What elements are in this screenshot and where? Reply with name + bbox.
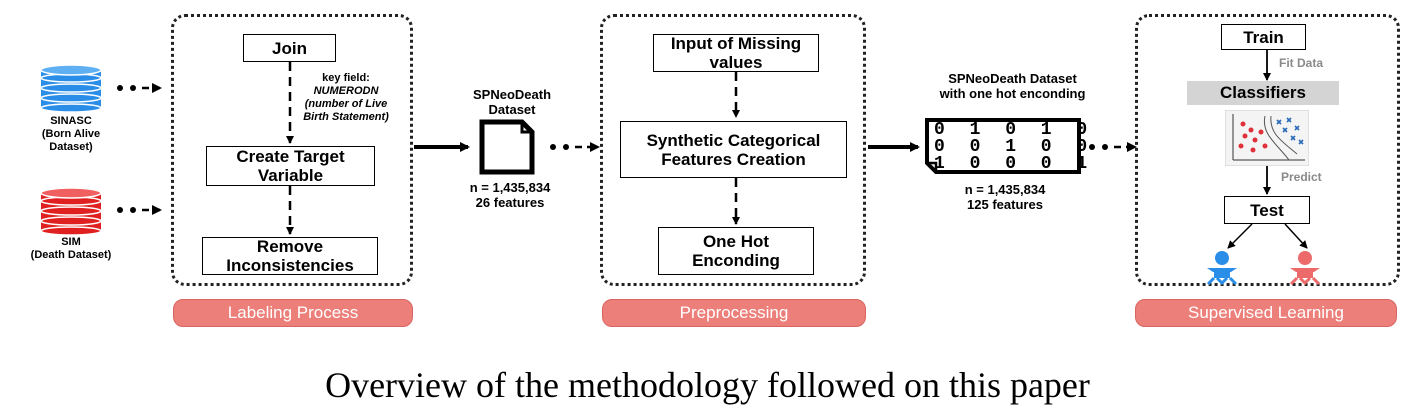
dataset1-n: n = 1,435,834 (469, 180, 551, 195)
key-field-label: key field: (322, 72, 370, 84)
dataset1-features: 26 features (475, 195, 545, 210)
join-box: Join (243, 34, 336, 62)
test-box: Test (1224, 196, 1310, 224)
matrix-document: 0 1 0 1 0 0 0 1 0 0 1 0 0 0 1 (924, 117, 1087, 175)
arrow-dataset2-to-supervised (1089, 142, 1137, 152)
arrow-sinasc-to-labeling (117, 83, 162, 93)
arrow-dataset-to-preprocessing (550, 142, 600, 152)
sinasc-label: SINASC (Born Alive Dataset) (14, 115, 128, 154)
sim-database-icon (40, 187, 102, 235)
arrow-test-to-baby-left (1227, 223, 1253, 249)
dataset2-stats: n = 1,435,834 125 features (930, 182, 1080, 212)
one-hot-box: One Hot Enconding (658, 227, 814, 275)
key-field-desc: (number of Live Birth Statement) (303, 98, 389, 123)
matrix-row: 0 0 1 0 0 (934, 137, 1095, 157)
preprocessing-badge: Preprocessing (602, 299, 866, 327)
preprocessing-panel (600, 14, 866, 286)
labeling-panel (171, 14, 413, 286)
matrix-frame-icon (925, 118, 1081, 174)
sim-label: SIM (Death Dataset) (14, 236, 128, 262)
document-icon (479, 119, 535, 175)
sinasc-database-icon (40, 64, 102, 112)
arrow-sim-to-labeling (117, 205, 162, 215)
sinasc-subtitle: (Born Alive Dataset) (41, 128, 101, 153)
predict-label: Predict (1281, 170, 1322, 184)
remove-inconsistencies-box: Remove Inconsistencies (202, 237, 378, 275)
dataset1-title: SPNeoDeath Dataset (472, 87, 552, 117)
key-field-note: key field: NUMERODN (number of Live Birt… (296, 72, 396, 124)
dataset1-stats: n = 1,435,834 26 features (440, 180, 580, 210)
labeling-process-badge: Labeling Process (173, 299, 413, 327)
dataset2-n: n = 1,435,834 (964, 182, 1046, 197)
supervised-learning-badge: Supervised Learning (1135, 299, 1397, 327)
train-box: Train (1221, 24, 1306, 50)
key-field-name: NUMERODN (313, 85, 379, 97)
sinasc-title: SINASC (50, 115, 92, 127)
synthetic-features-box: Synthetic Categorical Features Creation (620, 121, 847, 178)
figure-caption: Overview of the methodology followed on … (325, 365, 1090, 405)
classifier-plot-icon (1225, 110, 1309, 166)
input-missing-box: Input of Missing values (653, 34, 819, 72)
fit-data-label: Fit Data (1279, 56, 1324, 70)
matrix-row: 0 1 0 1 0 (934, 120, 1095, 140)
create-target-box: Create Target Variable (206, 146, 375, 186)
baby-blue-icon (1206, 251, 1238, 286)
matrix-values: 0 1 0 1 0 0 0 1 0 0 1 0 0 0 1 (934, 120, 1095, 174)
sim-subtitle: (Death Dataset) (30, 249, 112, 261)
dataset2-title: SPNeoDeath Dataset with one hot encondin… (939, 71, 1086, 101)
dataset2-features: 125 features (967, 197, 1043, 212)
baby-red-icon (1289, 251, 1321, 286)
supervised-panel (1135, 14, 1400, 286)
arrow-test-to-baby-right (1284, 223, 1308, 249)
classifiers-bar: Classifiers (1187, 81, 1339, 105)
matrix-row: 1 0 0 0 1 (934, 154, 1095, 174)
sim-title: SIM (61, 236, 81, 248)
